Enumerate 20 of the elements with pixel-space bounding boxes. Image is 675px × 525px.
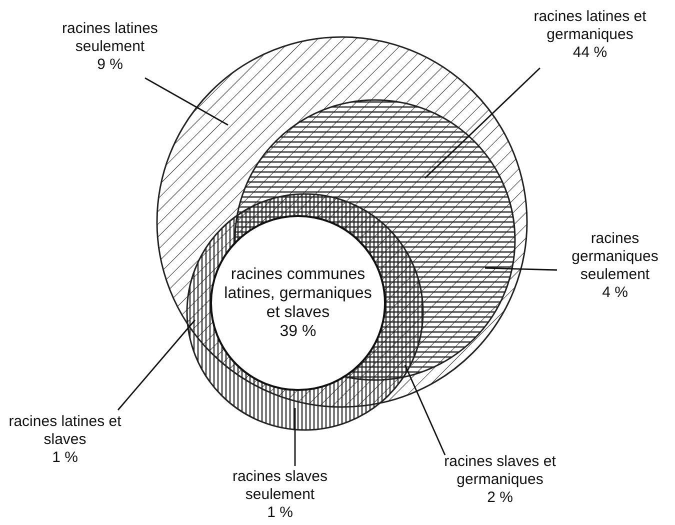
region-label: racines latines et slaves	[8, 413, 122, 449]
leader-line	[484, 267, 558, 271]
region-label: racines latines et germaniques	[532, 8, 648, 44]
leader-line	[294, 408, 296, 466]
region-label: racines latines seulement	[61, 20, 159, 56]
percentage-label: 2 %	[486, 489, 514, 507]
percentage-label: 4 %	[601, 284, 629, 302]
percentage-label: 9 %	[96, 56, 124, 74]
region-label: racines germaniques seulement	[570, 230, 660, 284]
region-label: racines communes latines, germaniques et slaves	[223, 265, 373, 322]
leader-line	[144, 77, 228, 126]
leader-line	[424, 68, 540, 178]
percentage-label: 44 %	[572, 44, 608, 62]
region-label: racines slaves seulement	[231, 468, 329, 504]
percentage-label: 1 %	[51, 449, 79, 467]
leader-line	[117, 320, 196, 410]
percentage-label: 1 %	[266, 504, 294, 522]
region-label: racines slaves et germaniques	[443, 453, 557, 489]
leader-line	[404, 364, 446, 456]
percentage-label: 39 %	[278, 322, 318, 341]
